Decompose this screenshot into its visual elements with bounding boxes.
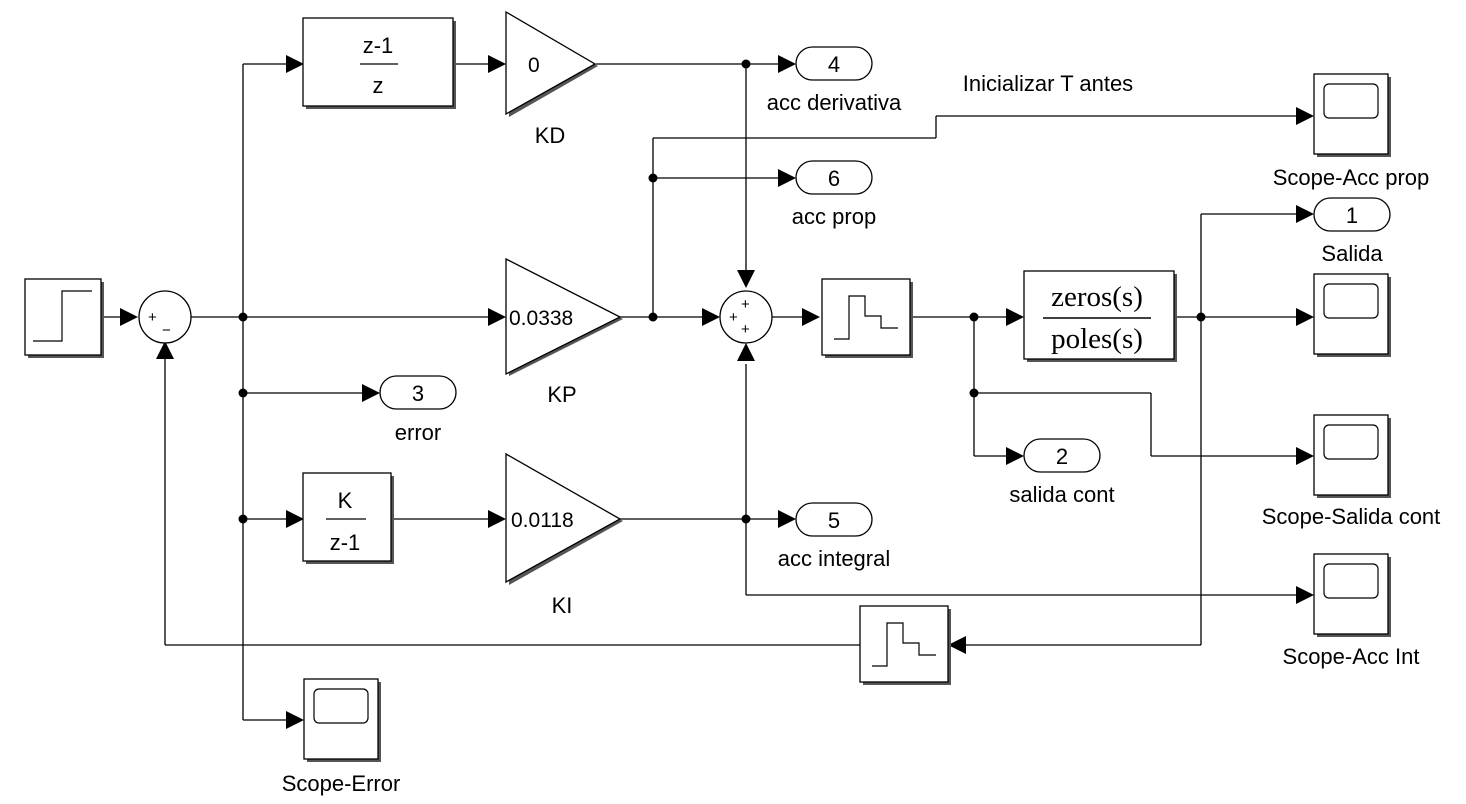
scope-salida-cont[interactable] xyxy=(1313,414,1391,498)
gain-ki-label: KI xyxy=(552,593,573,618)
scope-label: Scope-Salida cont xyxy=(1262,504,1441,529)
step-source-block[interactable] xyxy=(24,278,104,358)
outport-salida[interactable]: 1 xyxy=(1313,197,1391,232)
junction-dots xyxy=(238,59,1206,524)
gain-kp-label: KP xyxy=(547,382,576,407)
error-sum-plus-sign: + xyxy=(148,309,157,326)
annotation-text: Inicializar T antes xyxy=(963,71,1133,96)
signal-wires xyxy=(102,63,1298,721)
plant-denominator: poles(s) xyxy=(1051,323,1143,355)
control-sum-bottom-sign: + xyxy=(741,321,750,338)
scope-acc-int[interactable] xyxy=(1313,553,1391,637)
gain-kp-value: 0.0338 xyxy=(509,307,573,330)
scope-icon xyxy=(1323,283,1379,319)
scope-salida[interactable] xyxy=(1313,273,1391,357)
outport-number: 3 xyxy=(412,381,424,406)
gain-kd-value: 0 xyxy=(528,54,540,77)
outport-label: Salida xyxy=(1321,241,1383,266)
integral-numerator: K xyxy=(338,488,353,513)
zero-order-hold-block[interactable] xyxy=(821,278,913,358)
scope-icon xyxy=(1323,563,1379,599)
control-sum-block[interactable]: + + + xyxy=(719,290,773,344)
scope-icon xyxy=(1323,83,1379,119)
step-icon xyxy=(33,290,92,342)
control-sum-left-sign: + xyxy=(729,309,738,326)
integral-denominator: z-1 xyxy=(330,530,361,555)
outport-number: 2 xyxy=(1056,444,1068,469)
scope-error[interactable] xyxy=(303,678,381,762)
gain-kd-label: KD xyxy=(535,123,566,148)
arrowheads xyxy=(120,55,1314,729)
gain-kp-block[interactable]: 0.0338 xyxy=(505,257,623,376)
error-sum-minus-sign: − xyxy=(162,322,171,339)
outport-label: acc prop xyxy=(792,204,876,229)
outport-number: 6 xyxy=(828,166,840,191)
scope-label: Scope-Acc Int xyxy=(1283,644,1420,669)
gain-ki-value: 0.0118 xyxy=(511,509,574,532)
scope-acc-prop[interactable] xyxy=(1313,73,1391,157)
gain-kd-block[interactable]: 0 xyxy=(505,10,598,117)
plant-transfer-block[interactable]: zeros(s) poles(s) xyxy=(1023,270,1177,362)
gain-ki-block[interactable]: 0.0118 xyxy=(505,452,623,585)
outport-label: error xyxy=(395,420,441,445)
zoh-icon xyxy=(834,295,898,340)
outport-number: 4 xyxy=(828,52,840,77)
scope-label: Scope-Acc prop xyxy=(1273,165,1430,190)
scope-icon xyxy=(313,688,369,724)
control-sum-top-sign: + xyxy=(741,296,750,313)
outport-number: 5 xyxy=(828,508,840,533)
derivative-transfer-block[interactable]: z-1 z xyxy=(302,17,456,109)
zoh-icon xyxy=(872,622,936,667)
outport-number: 1 xyxy=(1346,203,1358,228)
outport-acc-derivativa[interactable]: 4 xyxy=(795,46,873,81)
outport-error[interactable]: 3 xyxy=(379,375,457,410)
scope-icon xyxy=(1323,424,1379,460)
outport-label: acc derivativa xyxy=(767,90,902,115)
outport-acc-prop[interactable]: 6 xyxy=(795,160,873,195)
feedback-hold-block[interactable] xyxy=(859,605,951,685)
error-sum-block[interactable]: + − xyxy=(138,290,192,344)
outport-label: acc integral xyxy=(778,546,891,571)
outport-salida-cont[interactable]: 2 xyxy=(1023,438,1101,473)
plant-numerator: zeros(s) xyxy=(1051,281,1143,313)
integral-transfer-block[interactable]: K z-1 xyxy=(302,472,394,564)
scope-label: Scope-Error xyxy=(282,771,401,796)
outport-label: salida cont xyxy=(1009,482,1114,507)
derivative-denominator: z xyxy=(373,73,384,98)
outport-acc-integral[interactable]: 5 xyxy=(795,502,873,537)
derivative-numerator: z-1 xyxy=(363,33,394,58)
